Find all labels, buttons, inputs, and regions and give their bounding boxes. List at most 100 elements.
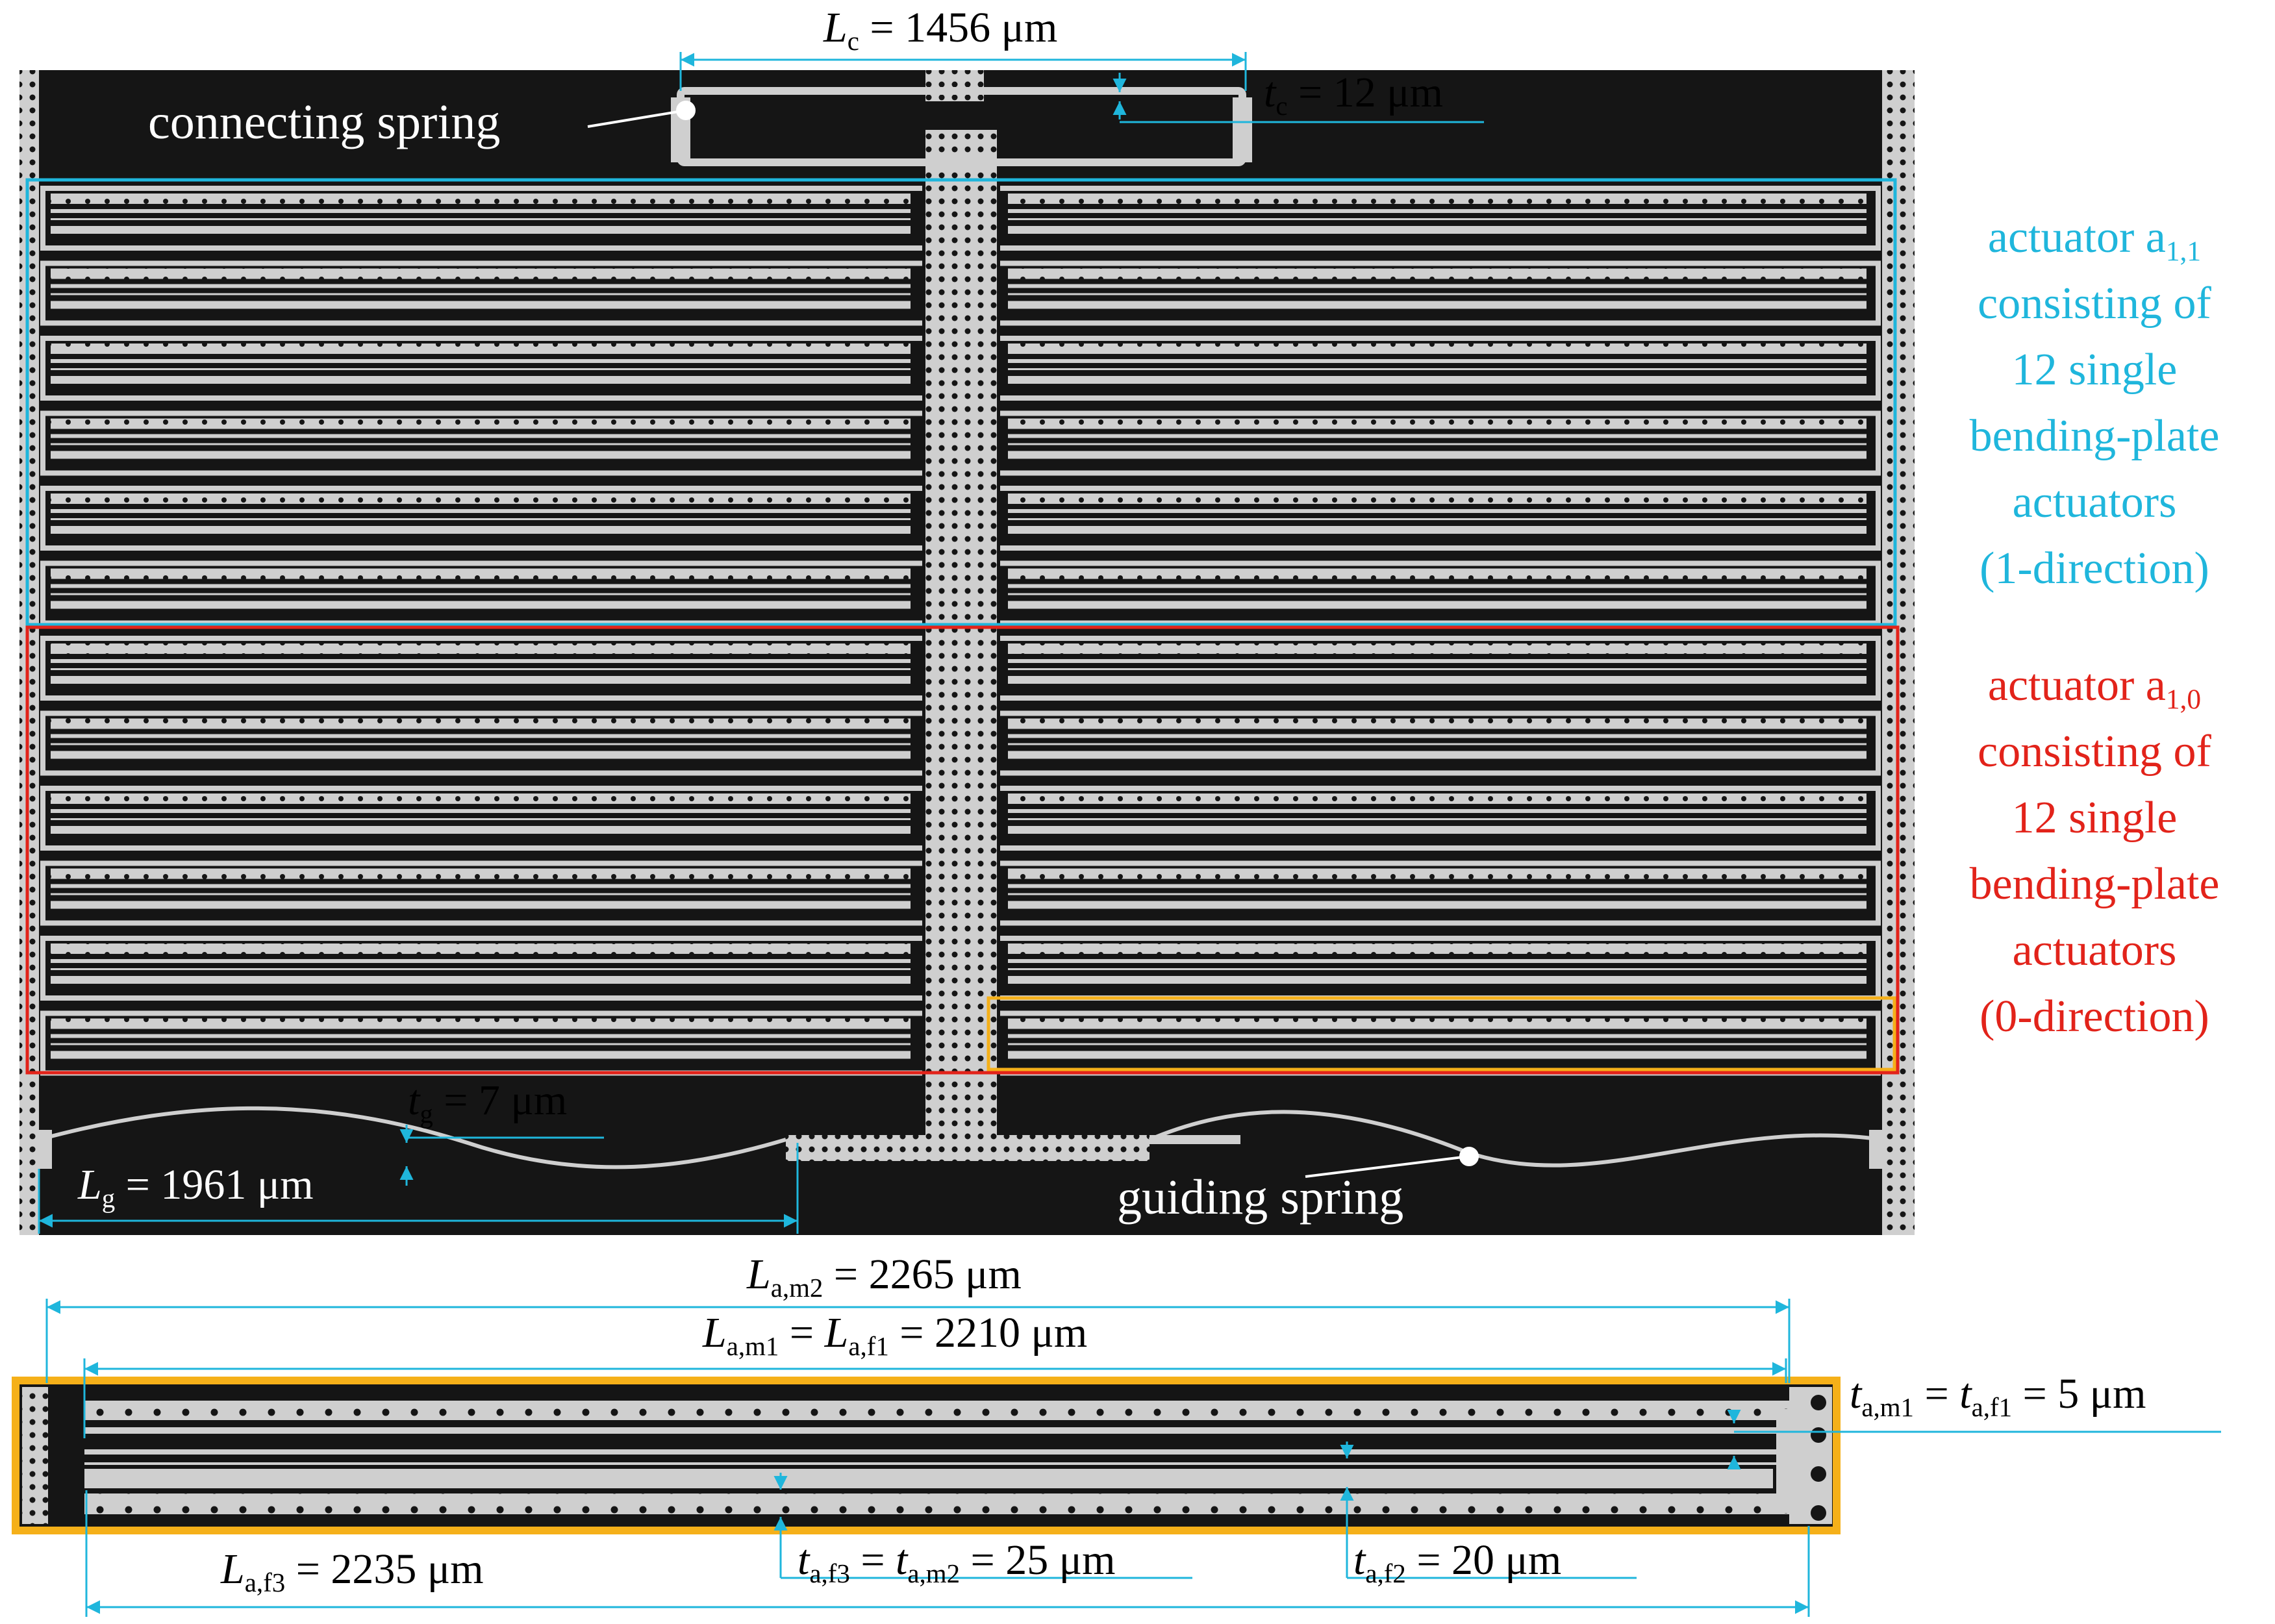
actuator-11-subscript: 1,1 [2165, 236, 2202, 268]
label-taf3-tam2: ta,f3 = ta,m2 = 25 μm [798, 1536, 1116, 1588]
actuator-10-line3: 12 single [2011, 793, 2178, 843]
plate-electrode [1008, 209, 1867, 213]
taf3-equals: = [849, 1536, 896, 1584]
plate-electrode [1008, 676, 1867, 684]
plate-electrode [1008, 368, 1867, 370]
plate-electrode [51, 959, 911, 963]
label-guiding-spring: guiding spring [1117, 1170, 1404, 1225]
lc-symbol: L [823, 4, 848, 51]
plate-electrode [51, 968, 911, 970]
actuator-10-prefix: actuator a [1987, 660, 2166, 710]
taf3-symbol: t [798, 1536, 810, 1584]
plate-frame [1000, 410, 1881, 476]
plate-electrode [1008, 526, 1867, 534]
plate-electrode [1008, 226, 1867, 234]
actuator-11-prefix: actuator a [1987, 212, 2166, 262]
tc-value: = 12 μm [1287, 69, 1443, 116]
plate-electrode [1008, 976, 1867, 984]
taf1-symbol: t [1959, 1370, 1972, 1418]
label-tc: tc = 12 μm [1264, 69, 1443, 120]
label-lg: Lg = 1961 μm [78, 1161, 314, 1212]
label-tg: tg = 7 μm [408, 1079, 567, 1128]
plate-electrode [1008, 359, 1867, 363]
plate-electrode [51, 284, 911, 288]
lc-subscript: c [847, 27, 859, 56]
plate-electrode [51, 443, 911, 445]
plate-electrode [1008, 751, 1867, 759]
plate-electrode [51, 359, 911, 363]
plate-electrode [51, 526, 911, 534]
taf2-subscript: a,f2 [1365, 1559, 1406, 1589]
label-connecting-spring: connecting spring [148, 95, 501, 149]
plate-perforation [1008, 418, 1867, 429]
tg-subscript: g [420, 1099, 433, 1129]
plate-electrode [1008, 809, 1867, 813]
plate-perforation [1008, 718, 1867, 729]
dimension-lines [38, 52, 2221, 1617]
plate-electrode [1008, 293, 1867, 295]
plate-electrode [51, 301, 911, 309]
plate-perforation [51, 793, 911, 804]
guiding-spring-right [1148, 1110, 1883, 1168]
plate-electrode [1008, 743, 1867, 745]
plate-electrode [1008, 826, 1867, 834]
actuator-10-line1: actuator a1,0 [1926, 653, 2263, 719]
plate-electrode [1008, 901, 1867, 909]
plate-electrode [51, 893, 911, 895]
plate-electrode [51, 826, 911, 834]
plate-frame [40, 486, 922, 551]
tam1-symbol: t [1850, 1370, 1862, 1418]
actuator-11-line5: actuators [2012, 477, 2177, 527]
plate-frame [1000, 186, 1881, 251]
plate-electrode [51, 593, 911, 595]
tam2-subscript: a,m2 [907, 1559, 961, 1589]
plate-electrode [1008, 518, 1867, 520]
plate-electrode [51, 293, 911, 295]
plate-perforation [1008, 568, 1867, 579]
tc-symbol: t [1264, 69, 1276, 116]
taf1-subscript: a,f1 [1971, 1393, 2013, 1423]
plate-electrode [51, 509, 911, 513]
plate-perforation [51, 194, 911, 204]
laf3-symbol: L [221, 1545, 245, 1593]
plate-electrode [1008, 818, 1867, 820]
tam1-subscript: a,m1 [1861, 1393, 1914, 1423]
plate-electrode [51, 676, 911, 684]
plate-electrode [51, 1051, 911, 1059]
plate-frame [40, 260, 922, 326]
plate-perforation [51, 1018, 911, 1029]
lam1-symbol: L [703, 1309, 727, 1356]
plate-electrode [51, 668, 911, 670]
label-laf3: La,f3 = 2235 μm [221, 1545, 484, 1597]
actuator-10-line5: actuators [2012, 925, 2177, 975]
plate-electrode [1008, 301, 1867, 309]
plate-frame [40, 710, 922, 776]
plate-perforation [1008, 793, 1867, 804]
plate-frame [40, 936, 922, 1001]
actuator-11-line3: 12 single [2011, 345, 2178, 395]
plate-electrode [51, 884, 911, 888]
tam2-symbol: t [896, 1536, 908, 1584]
plate-electrode [1008, 284, 1867, 288]
taf3-subscript: a,f3 [809, 1559, 850, 1589]
actuator-10-subscript: 1,0 [2165, 684, 2202, 716]
tam1-equals: = [1914, 1370, 1960, 1418]
plate-electrode [51, 226, 911, 234]
actuator-10-line6: (0-direction) [1980, 992, 2209, 1042]
plate-frame [40, 786, 922, 851]
lg-symbol: L [78, 1161, 102, 1208]
plate-frame [1000, 486, 1881, 551]
connecting-spring-dot [676, 101, 696, 120]
plate-electrode [51, 734, 911, 738]
plate-electrode [1008, 451, 1867, 459]
lam2-value: = 2265 μm [823, 1251, 1022, 1298]
plate-electrode [51, 818, 911, 820]
plate-frame [1000, 860, 1881, 926]
plate-perforation [1008, 493, 1867, 504]
lg-value: = 1961 μm [115, 1161, 314, 1208]
plate-perforation [51, 868, 911, 879]
plate-electrode [1008, 1051, 1867, 1059]
plate-perforation [51, 418, 911, 429]
plate-electrode [1008, 601, 1867, 609]
pointers [587, 101, 1479, 1178]
